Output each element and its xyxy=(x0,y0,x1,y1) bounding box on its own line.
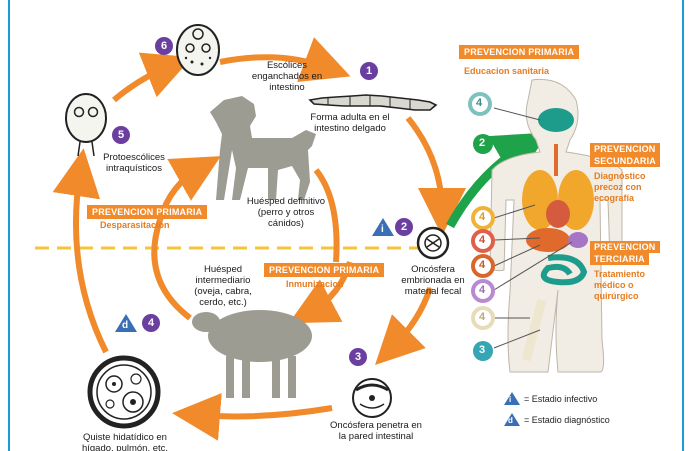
organ-badge-spleen: 4 xyxy=(479,284,485,296)
arrow-1-to-2 xyxy=(408,118,442,212)
sheep-silhouette xyxy=(192,310,312,398)
step-3-badge: 3 xyxy=(349,348,367,366)
step-5-badge: 5 xyxy=(112,126,130,144)
label-escolices: Escólices enganchados en intestino xyxy=(244,60,330,93)
diagnostic-letter: d xyxy=(122,320,128,331)
prevention-tertiary-title-2: TERCIARIA xyxy=(590,253,649,265)
prevention-primary-immunization-title: PREVENCION PRIMARIA xyxy=(264,263,384,277)
oncosphere-wall-illustration xyxy=(353,379,391,417)
oncosphere-fecal-illustration xyxy=(418,228,448,258)
prevention-secondary-title-2: SECUNDARIA xyxy=(590,155,660,167)
legend-diagnostic-letter: d xyxy=(508,416,513,425)
arrow-cyst-to-5 xyxy=(76,172,106,352)
organ-badge-heart: 4 xyxy=(479,234,485,246)
prevention-primary-education-sub: Educacion sanitaria xyxy=(464,66,549,77)
infective-letter: i xyxy=(381,224,384,235)
organ-badge-3: 3 xyxy=(479,344,485,356)
prevention-primary-deworm-sub: Desparasitacion xyxy=(100,220,170,231)
diagram-frame: 6 1 5 2 3 4 i d i d 4 2 4 4 4 4 4 3 Escó… xyxy=(8,0,684,451)
prevention-secondary-title-1: PREVENCION xyxy=(590,143,660,155)
label-adulto: Forma adulta en el intestino delgado xyxy=(300,112,400,134)
prevention-tertiary-sub: Tratamiento médico o quirúrgico xyxy=(594,269,674,302)
scolex-illustration xyxy=(177,25,219,75)
protoscolex-illustration xyxy=(66,94,106,156)
legend-diagnostic: = Estadio diagnóstico xyxy=(524,415,610,425)
arrow-2-to-3 xyxy=(392,288,430,348)
step-4-badge: 4 xyxy=(142,314,160,332)
prevention-primary-immunization-sub: Inmunizacion xyxy=(286,279,344,290)
legend-infective-triangle xyxy=(504,392,520,405)
organ-badge-brain: 4 xyxy=(476,97,482,109)
organ-badge-liver: 4 xyxy=(479,259,485,271)
hydatid-cyst-illustration xyxy=(90,358,158,426)
organ-badge-bone: 4 xyxy=(479,311,485,323)
label-quiste: Quiste hidatídico en hígado, pulmón, etc… xyxy=(70,432,180,451)
label-huesped-definitivo: Huésped definitivo (perro y otros cánido… xyxy=(242,196,330,229)
step-6-badge: 6 xyxy=(155,37,173,55)
legend-infective: = Estadio infectivo xyxy=(524,394,597,404)
arrow-5-to-6 xyxy=(114,66,170,100)
arrow-3-to-cyst xyxy=(196,408,332,416)
human-body xyxy=(490,79,622,372)
prevention-secondary-sub: Diagnóstico precoz con ecografía xyxy=(594,171,674,204)
prevention-primary-education-title: PREVENCION PRIMARIA xyxy=(459,45,579,59)
label-huesped-intermediario: Huésped intermediario (oveja, cabra, cer… xyxy=(180,264,266,308)
label-oncosfera-fecal: Oncósfera embrionada en material fecal xyxy=(392,264,474,297)
prevention-tertiary-title-1: PREVENCION xyxy=(590,241,660,253)
step-1-badge: 1 xyxy=(360,62,378,80)
adult-worm-illustration xyxy=(310,95,436,110)
label-protoescolices: Protoescólices intraquísticos xyxy=(88,152,180,174)
step-2-badge: 2 xyxy=(395,218,413,236)
legend-infective-letter: i xyxy=(509,395,511,404)
label-oncosfera-pared: Oncósfera penetra en la pared intestinal xyxy=(328,420,424,442)
organ-badge-lung: 4 xyxy=(479,211,485,223)
organ-badge-2: 2 xyxy=(479,137,485,149)
prevention-primary-deworm-title: PREVENCION PRIMARIA xyxy=(87,205,207,219)
